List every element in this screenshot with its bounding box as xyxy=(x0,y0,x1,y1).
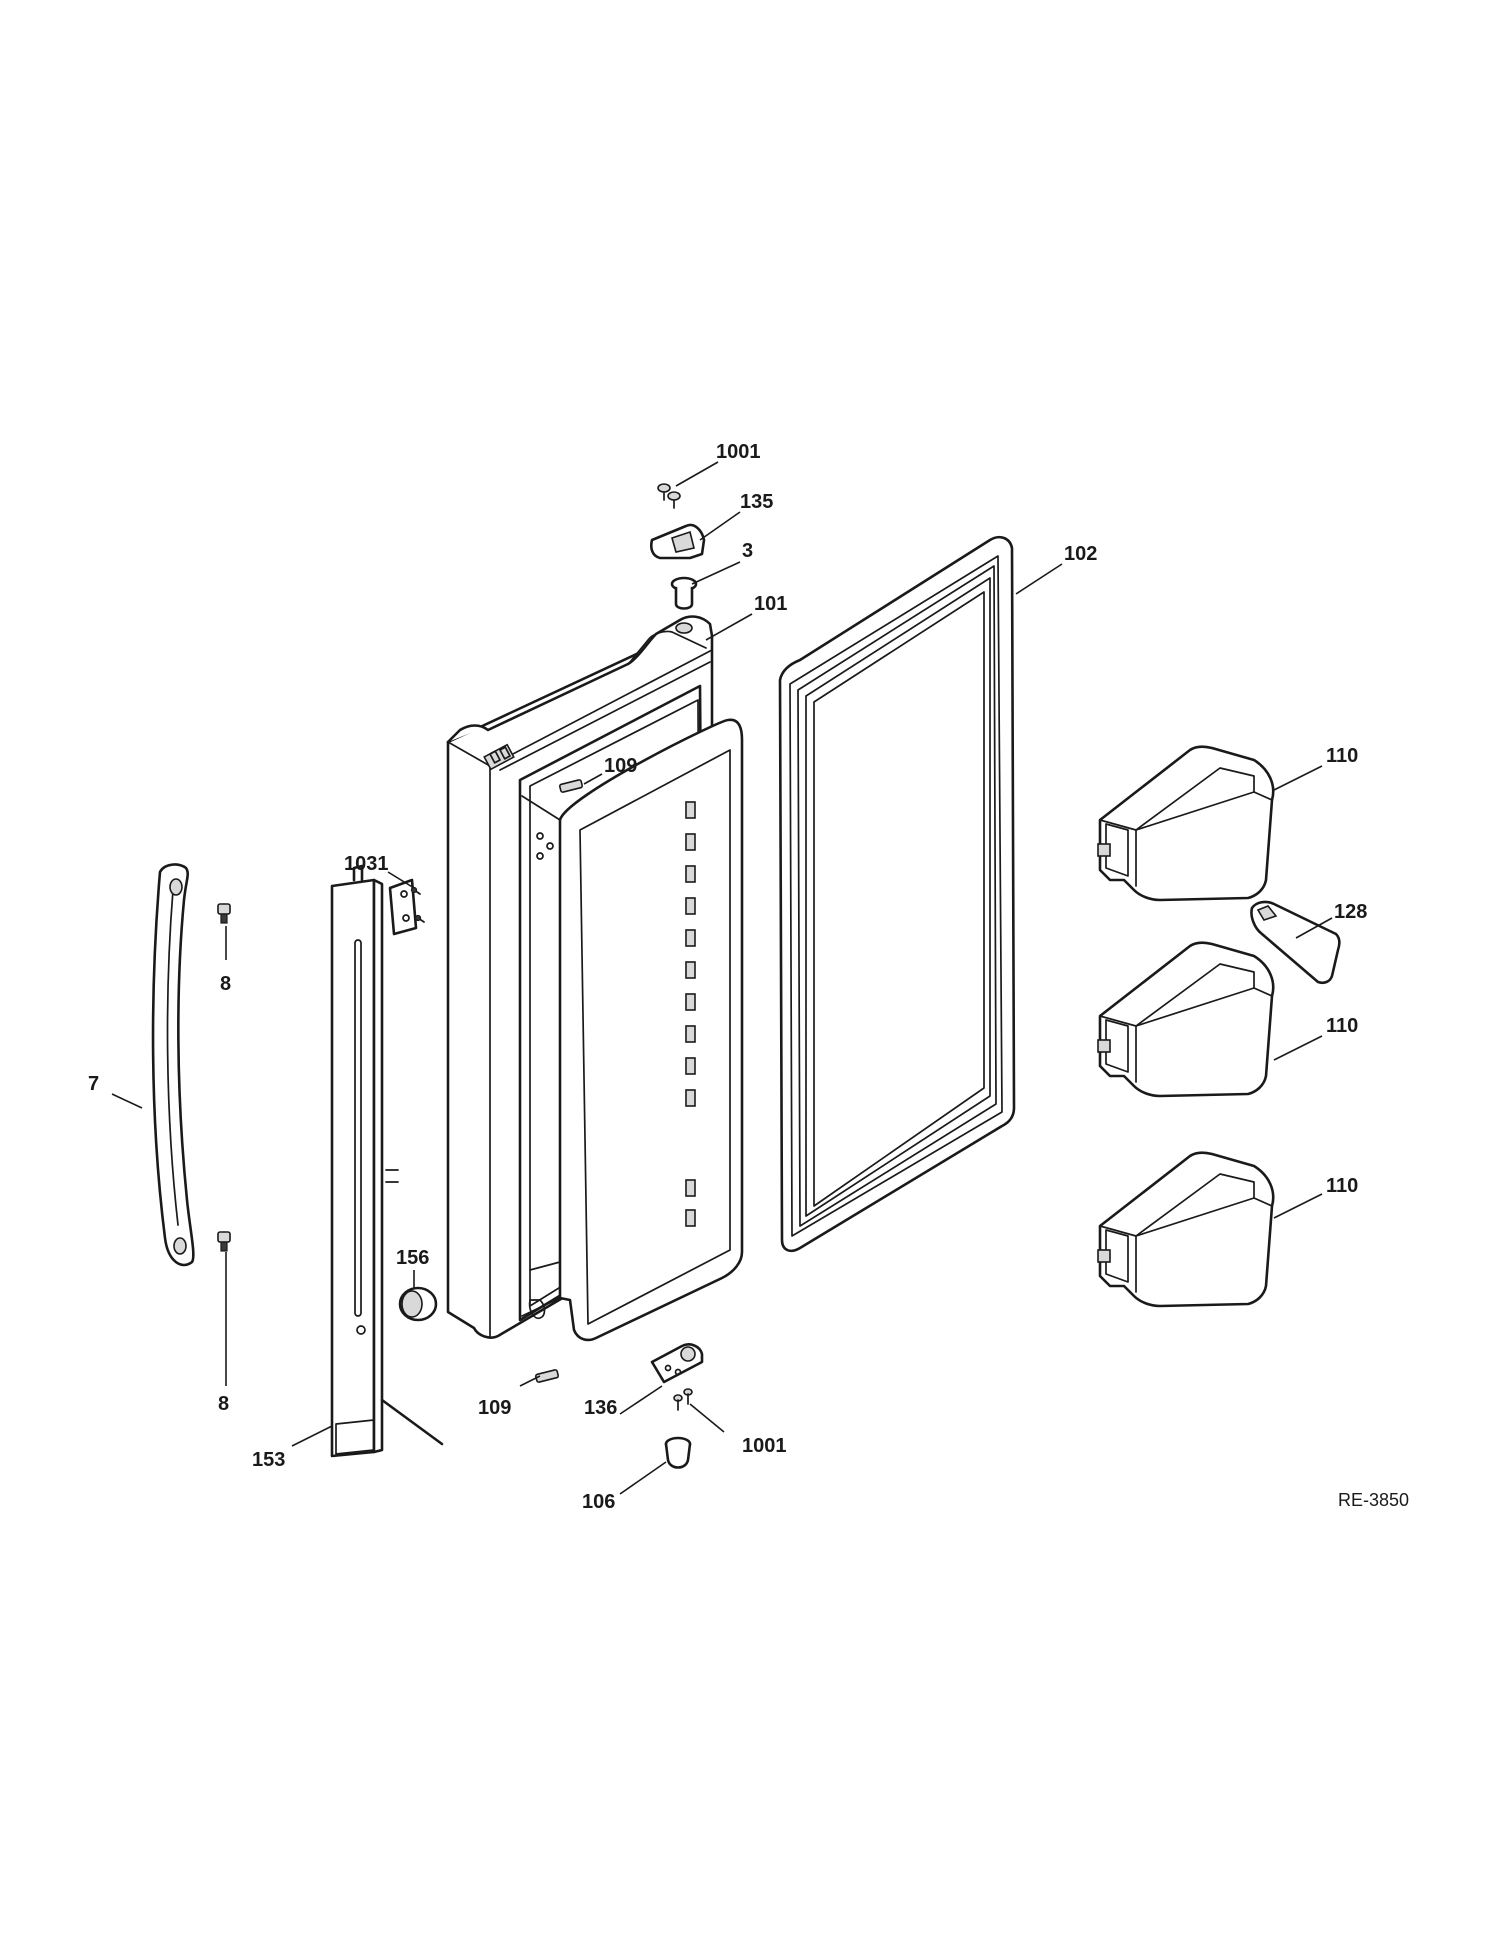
callout-156: 156 xyxy=(396,1247,429,1269)
plug-part xyxy=(398,1286,438,1322)
bottom-hinge-bracket-part xyxy=(650,1343,704,1384)
callout-110-a: 110 xyxy=(1326,745,1358,767)
callout-135: 135 xyxy=(740,491,773,513)
bottom-bushing-part xyxy=(664,1436,692,1469)
shelf-clip-ladder xyxy=(685,801,696,1227)
callout-109-top: 109 xyxy=(604,755,637,777)
callout-7: 7 xyxy=(88,1073,99,1095)
callout-1031: 1031 xyxy=(344,853,389,875)
hinge-screws-part xyxy=(410,886,425,923)
callout-102: 102 xyxy=(1064,543,1097,565)
door-bin-middle-part xyxy=(1097,941,1275,1098)
door-assembly-part xyxy=(446,615,744,1342)
callout-153: 153 xyxy=(252,1449,285,1471)
door-bin-bottom-part xyxy=(1097,1151,1275,1308)
callout-109-bottom: 109 xyxy=(478,1397,511,1419)
callout-1001-top: 1001 xyxy=(716,441,761,463)
diagram-reference-code: RE-3850 xyxy=(1338,1490,1409,1510)
hinge-bar-part xyxy=(330,864,444,1458)
door-stop-top-part xyxy=(558,779,584,793)
bin-divider-part xyxy=(1250,900,1341,985)
callout-8-top: 8 xyxy=(220,973,231,995)
callout-101: 101 xyxy=(754,593,787,615)
callout-110-b: 110 xyxy=(1326,1015,1358,1037)
screws-bottom-part xyxy=(673,1388,693,1411)
callout-labels: 1001 135 3 101 102 109 110 1031 8 128 11… xyxy=(88,441,1367,1513)
callout-128: 128 xyxy=(1334,901,1367,923)
door-gasket-part xyxy=(778,535,1016,1253)
callout-106: 106 xyxy=(582,1491,615,1513)
callout-136: 136 xyxy=(584,1397,617,1419)
bushing-part xyxy=(670,576,698,610)
callout-110-c: 110 xyxy=(1326,1175,1358,1197)
screws-top-part xyxy=(657,483,681,509)
door-bin-top-part xyxy=(1097,745,1275,902)
door-handle-part xyxy=(151,863,195,1267)
callout-8-bottom: 8 xyxy=(218,1393,229,1415)
handle-screw-bottom-part xyxy=(217,1231,231,1252)
callout-1001-bottom: 1001 xyxy=(742,1435,787,1457)
handle-screw-top-part xyxy=(217,903,231,924)
callout-3: 3 xyxy=(742,540,753,562)
leader-lines xyxy=(111,461,1333,1495)
hinge-cover-part xyxy=(649,523,706,560)
